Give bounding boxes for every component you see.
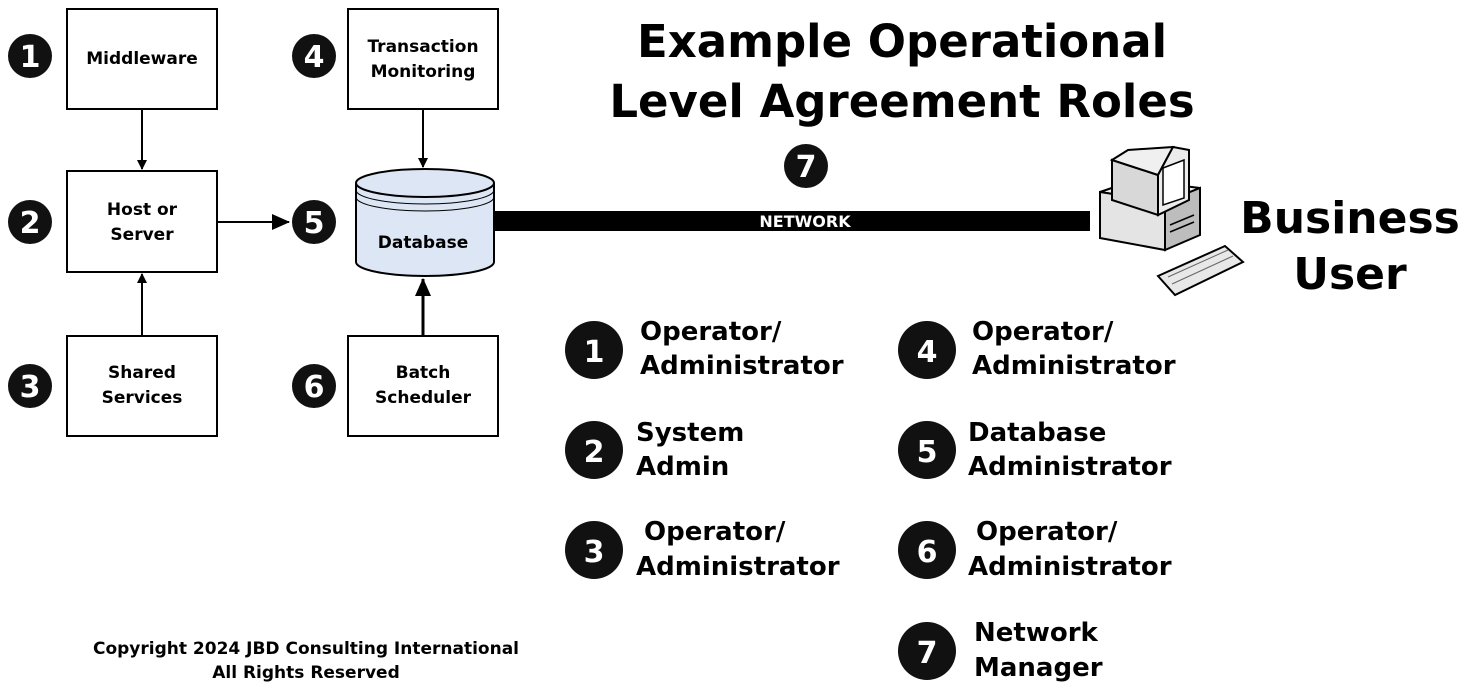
role-6-num: 6 (917, 535, 938, 570)
role-7: 7 Network Manager (898, 618, 1103, 683)
role-6: 6 Operator/ Administrator (898, 517, 1172, 582)
title-line-1: Example Operational (637, 15, 1167, 68)
business-user-line-2: User (1293, 249, 1407, 300)
role-6-line-2: Administrator (968, 552, 1172, 582)
badge-3-num: 3 (20, 370, 41, 405)
badge-4: 4 (292, 34, 336, 78)
copyright-line-1: Copyright 2024 JBD Consulting Internatio… (93, 639, 519, 659)
business-user-line-1: Business (1240, 193, 1460, 244)
role-3-line-2: Administrator (636, 552, 840, 582)
badge-5-num: 5 (304, 206, 325, 241)
role-2-num: 2 (584, 435, 605, 470)
transaction-monitoring-line-2: Monitoring (371, 62, 476, 82)
batch-scheduler-line-1: Batch (396, 363, 451, 383)
batch-scheduler-line-2: Scheduler (375, 388, 472, 408)
computer-icon (1099, 145, 1245, 297)
badge-1-num: 1 (20, 40, 41, 75)
role-4-line-2: Administrator (972, 351, 1176, 381)
network-line (494, 211, 1090, 231)
role-3: 3 Operator/ Administrator (565, 517, 840, 582)
network-label: NETWORK (759, 212, 851, 231)
badge-3: 3 (8, 364, 52, 408)
middleware-label: Middleware (86, 49, 198, 69)
role-5-line-2: Administrator (968, 452, 1172, 482)
component-batch-scheduler: Batch Scheduler (347, 335, 499, 437)
component-shared-services: Shared Services (66, 335, 218, 437)
badge-4-num: 4 (304, 40, 325, 75)
role-1-num: 1 (584, 335, 605, 370)
role-1: 1 Operator/ Administrator (565, 317, 844, 381)
title-line-2: Level Agreement Roles (609, 75, 1194, 128)
role-4-line-1: Operator/ (972, 317, 1114, 347)
role-4-num: 4 (917, 335, 938, 370)
role-5-line-1: Database (968, 418, 1106, 448)
role-2-line-1: System (636, 418, 744, 448)
role-4: 4 Operator/ Administrator (898, 317, 1176, 381)
role-2: 2 System Admin (565, 418, 744, 482)
database-cylinder: Database (355, 168, 495, 277)
badge-7-num: 7 (796, 150, 817, 185)
role-6-line-1: Operator/ (976, 517, 1118, 547)
badge-6: 6 (292, 364, 336, 408)
badge-2-num: 2 (20, 206, 41, 241)
role-1-line-1: Operator/ (640, 317, 782, 347)
role-3-line-1: Operator/ (644, 517, 786, 547)
transaction-monitoring-line-1: Transaction (367, 37, 478, 57)
badge-5: 5 (292, 200, 336, 244)
shared-services-line-2: Services (102, 388, 183, 408)
shared-services-line-1: Shared (108, 363, 176, 383)
role-5: 5 Database Administrator (898, 418, 1172, 482)
database-label: Database (378, 233, 468, 253)
role-2-line-2: Admin (636, 452, 729, 482)
role-7-num: 7 (917, 636, 938, 671)
component-host-server: Host or Server (66, 170, 218, 273)
role-1-line-2: Administrator (640, 351, 844, 381)
component-middleware: Middleware (66, 8, 218, 110)
host-label-line-2: Server (110, 225, 174, 245)
role-7-line-1: Network (974, 618, 1099, 648)
component-transaction-monitoring: Transaction Monitoring (347, 8, 499, 110)
role-5-num: 5 (917, 435, 938, 470)
role-7-line-2: Manager (974, 653, 1103, 683)
badge-1: 1 (8, 34, 52, 78)
badge-2: 2 (8, 200, 52, 244)
role-3-num: 3 (584, 535, 605, 570)
badge-7-network: 7 (784, 144, 828, 188)
host-label-line-1: Host or (107, 200, 178, 220)
copyright-line-2: All Rights Reserved (212, 663, 400, 683)
badge-6-num: 6 (304, 370, 325, 405)
